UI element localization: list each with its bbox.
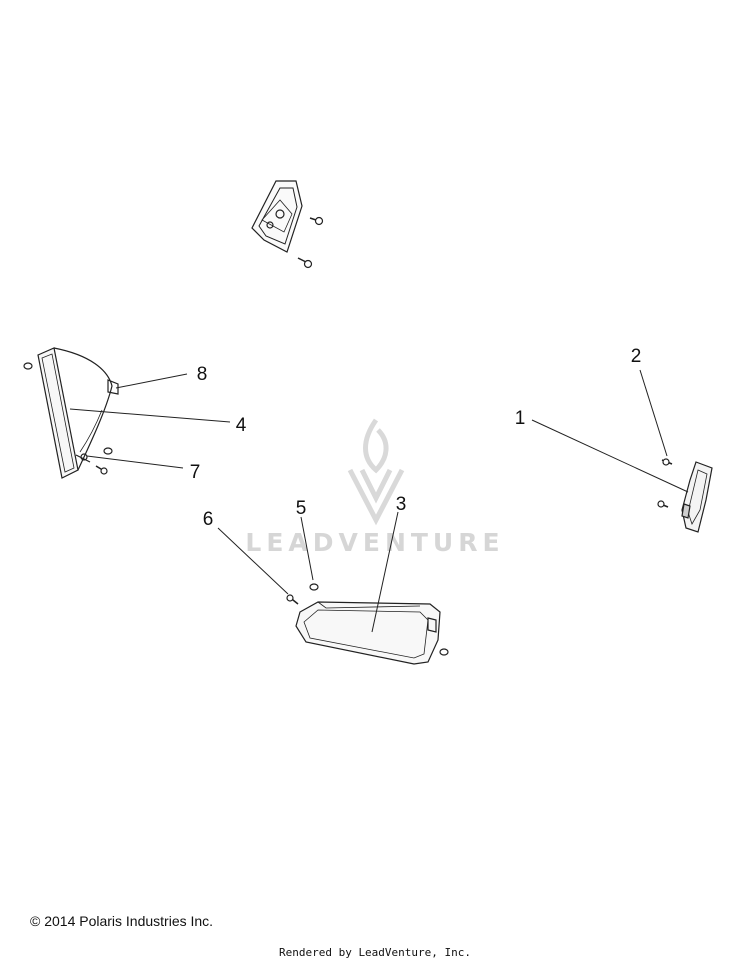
top-bracket-part bbox=[251, 180, 324, 269]
watermark-text: LEADVENTURE bbox=[245, 528, 504, 557]
callout-5: 5 bbox=[296, 498, 307, 519]
leader-line-2 bbox=[639, 369, 668, 457]
callout-7: 7 bbox=[190, 462, 201, 483]
leadventure-watermark: LEADVENTURE bbox=[245, 418, 504, 557]
rendered-by-text: Rendered by LeadVenture, Inc. bbox=[278, 946, 472, 959]
callout-4: 4 bbox=[236, 415, 247, 436]
callout-6: 6 bbox=[203, 509, 214, 530]
leader-line-4 bbox=[69, 408, 231, 423]
leader-line-1 bbox=[531, 419, 689, 493]
leadventure-logo-icon bbox=[347, 418, 405, 526]
leader-line-7 bbox=[86, 455, 184, 469]
leader-line-5 bbox=[300, 516, 314, 581]
center-light-assembly-part bbox=[286, 583, 449, 665]
copyright-text: © 2014 Polaris Industries Inc. bbox=[30, 913, 214, 929]
leader-line-3 bbox=[371, 511, 399, 633]
right-side-light-part bbox=[657, 458, 713, 533]
headlight-assembly-part bbox=[23, 347, 119, 479]
callout-3: 3 bbox=[396, 494, 407, 515]
callout-1: 1 bbox=[515, 408, 526, 429]
leader-lines bbox=[69, 369, 689, 633]
callout-2: 2 bbox=[631, 346, 642, 367]
callout-8: 8 bbox=[197, 364, 208, 385]
leader-line-8 bbox=[115, 373, 188, 389]
leader-line-6 bbox=[217, 527, 289, 595]
